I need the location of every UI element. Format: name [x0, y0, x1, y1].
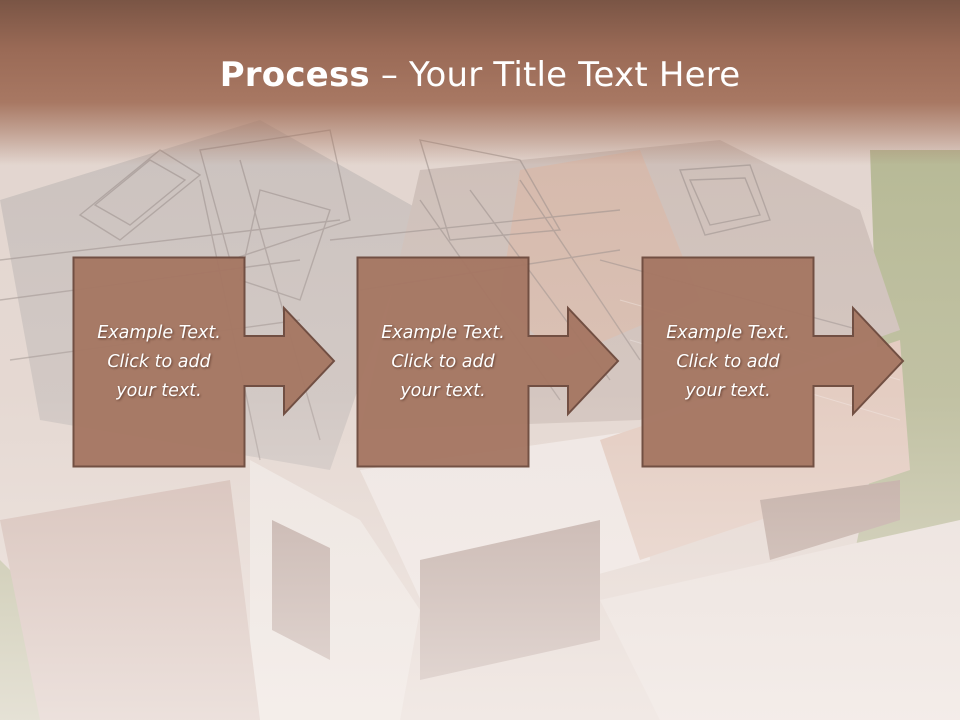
step-arrow-box-2: [356, 256, 620, 468]
step-1-line-1: Example Text.: [97, 322, 221, 343]
title-bar: [0, 0, 960, 165]
step-2-line-1: Example Text.: [381, 322, 505, 343]
step-1-line-3: your text.: [116, 380, 202, 401]
step-text-2[interactable]: Example Text. Click to add your text.: [356, 256, 530, 468]
process-step-3[interactable]: Example Text. Click to add your text.: [641, 256, 911, 468]
step-arrow-box-3: [641, 256, 905, 468]
step-3-line-2: Click to add: [676, 351, 780, 372]
title-bold-part: Process: [219, 55, 370, 95]
step-text-3[interactable]: Example Text. Click to add your text.: [641, 256, 815, 468]
step-3-line-1: Example Text.: [666, 322, 790, 343]
process-step-1[interactable]: Example Text. Click to add your text.: [72, 256, 342, 468]
process-step-2[interactable]: Example Text. Click to add your text.: [356, 256, 626, 468]
slide-title[interactable]: Process – Your Title Text Here: [0, 52, 960, 98]
step-2-line-2: Click to add: [391, 351, 495, 372]
step-2-line-3: your text.: [400, 380, 486, 401]
title-rest-part: – Your Title Text Here: [369, 55, 741, 95]
step-arrow-box-1: [72, 256, 336, 468]
step-3-line-3: your text.: [685, 380, 771, 401]
step-text-1[interactable]: Example Text. Click to add your text.: [72, 256, 246, 468]
step-1-line-2: Click to add: [107, 351, 211, 372]
